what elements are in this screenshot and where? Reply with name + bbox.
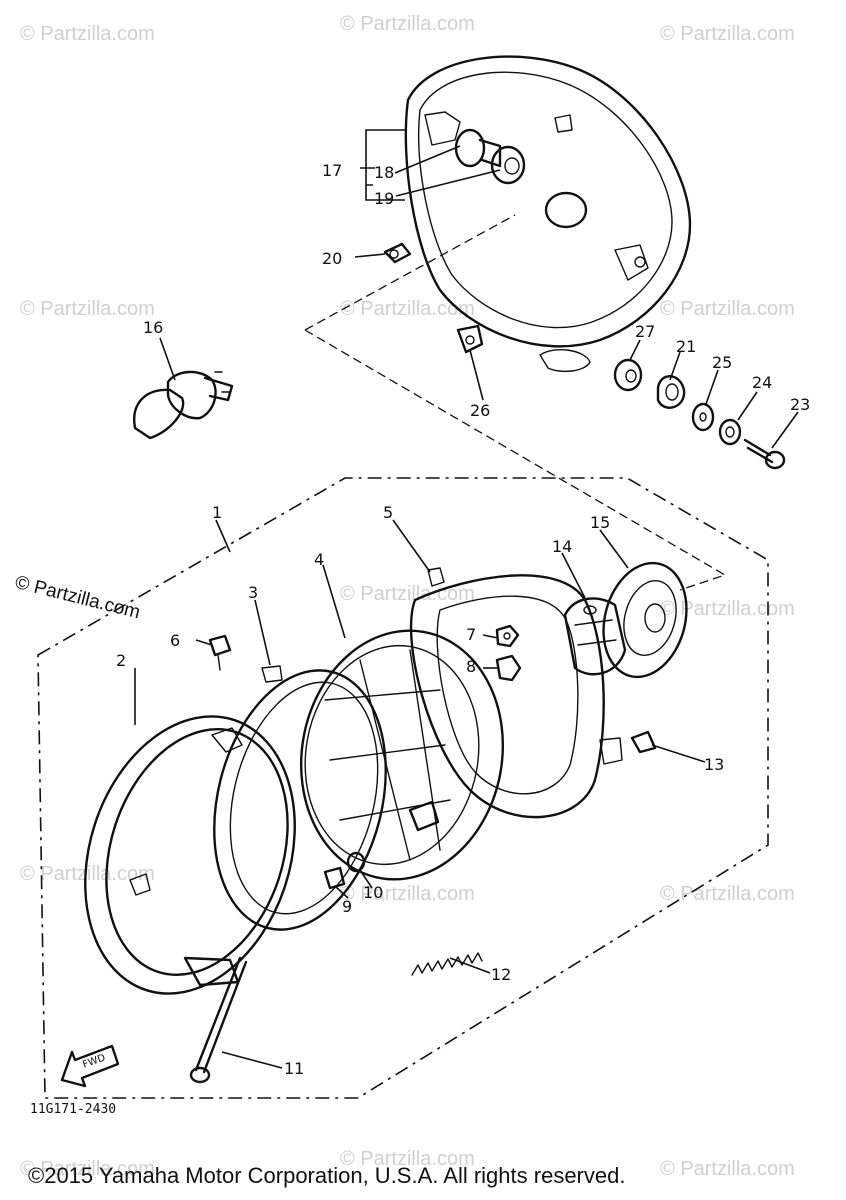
callout-18: 18 [374,163,394,182]
nut-24 [718,418,742,446]
callout-26: 26 [470,401,490,420]
adjusting-spring [411,952,483,976]
watermark: © Partzilla.com [340,1148,475,1170]
headlight-body [409,567,623,819]
callout-1: 1 [212,503,222,522]
lens-unit [299,629,505,881]
headlight-bulb [133,370,234,440]
socket-cover [602,561,688,679]
screw-6 [208,634,232,671]
callout-8: 8 [466,657,476,676]
adjusting-screw [189,956,248,1084]
callout-24: 24 [752,373,772,392]
callout-2: 2 [116,651,126,670]
headlight-housing [404,55,692,373]
screw-20 [383,242,412,264]
watermark: © Partzilla.com [340,298,475,320]
watermark: © Partzilla.com [340,13,475,35]
callout-7: 7 [466,625,476,644]
watermark: © Partzilla.com [20,863,155,885]
housing-guide-line [304,214,727,591]
callout-3: 3 [248,583,258,602]
watermark: © Partzilla.com [660,298,795,320]
callout-20: 20 [322,249,342,268]
callout-labels: 17 18 19 20 16 26 27 21 25 24 23 1 5 14 … [116,161,810,1078]
callout-19: 19 [374,189,394,208]
watermark: © Partzilla.com [20,23,155,45]
headlight-rim [84,715,296,995]
clip-13 [630,730,657,754]
callout-10: 10 [363,883,383,902]
nut-7 [495,624,520,648]
callout-17: 17 [322,161,342,180]
nut-8 [495,654,522,682]
watermark: © Partzilla.com [660,883,795,905]
callout-16: 16 [143,318,163,337]
pilot-bulb [490,145,526,185]
watermark-layer: © Partzilla.com © Partzilla.com © Partzi… [20,13,795,1180]
callout-14: 14 [552,537,572,556]
drawing-number: 11G171-2430 [30,1102,117,1117]
bolt-23 [743,438,786,470]
washer-25 [691,402,715,432]
callout-23: 23 [790,395,810,414]
callout-21: 21 [676,337,696,356]
watermark: © Partzilla.com [20,1158,155,1180]
callout-12: 12 [491,965,511,984]
watermark: © Partzilla.com [340,583,475,605]
callout-25: 25 [712,353,732,372]
callout-4: 4 [314,550,324,569]
bulb-socket [563,597,627,676]
callout-13: 13 [704,755,724,774]
callout-6: 6 [170,631,180,650]
collar-27 [613,358,643,392]
screw-9 [323,866,346,890]
watermark: © Partzilla.com [20,298,155,320]
nut-10 [346,851,366,873]
copyright-notice: ©2015 Yamaha Motor Corporation, U.S.A. A… [28,1163,626,1188]
forward-arrow-icon: FWD [60,1044,120,1088]
watermark: © Partzilla.com [660,598,795,620]
callout-11: 11 [284,1059,304,1078]
callout-15: 15 [590,513,610,532]
callout-leaders [134,129,799,1069]
callout-5: 5 [383,503,393,522]
grommet-21 [656,375,686,409]
clip-26 [456,324,484,354]
callout-27: 27 [635,322,655,341]
watermark: © Partzilla.com [660,1158,795,1180]
watermark: © Partzilla.com [340,883,475,905]
watermark: © Partzilla.com [660,23,795,45]
callout-9: 9 [342,897,352,916]
assembly-outline [37,477,769,1099]
